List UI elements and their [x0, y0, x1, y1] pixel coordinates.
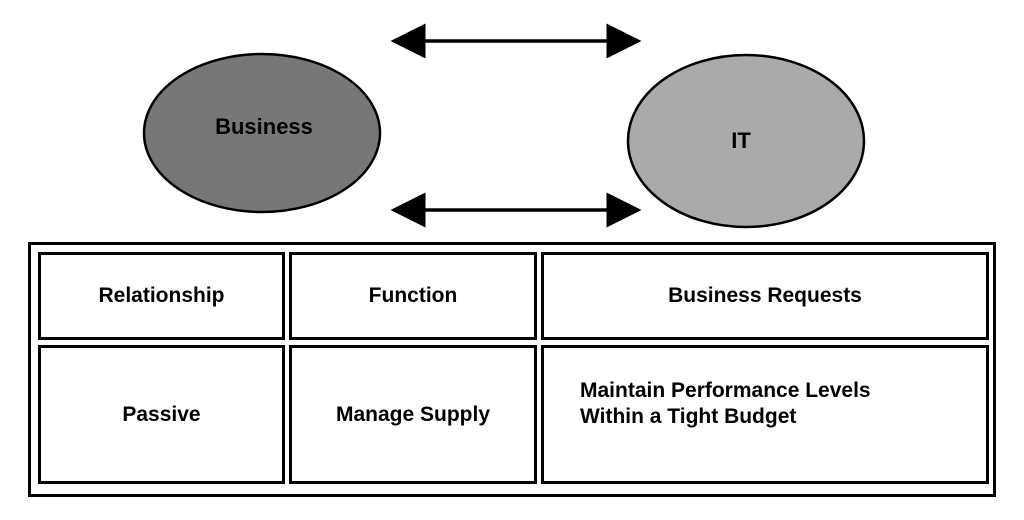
header-function: Function	[289, 252, 537, 340]
header-business-requests: Business Requests	[541, 252, 989, 340]
business-request-line-1: Maintain Performance Levels	[580, 379, 871, 402]
business-label: Business	[215, 114, 313, 139]
relationship-table: Relationship Function Business Requests …	[28, 242, 996, 497]
it-node	[626, 53, 866, 229]
cell-relationship-value: Passive	[38, 345, 285, 484]
cell-business-requests-value: Maintain Performance Levels Within a Tig…	[541, 345, 989, 484]
it-label: IT	[731, 128, 751, 153]
relationship-diagram: Business IT	[142, 23, 866, 229]
business-node	[142, 52, 382, 214]
cell-function-value: Manage Supply	[289, 345, 537, 484]
business-request-line-2: Within a Tight Budget	[580, 405, 797, 428]
header-relationship: Relationship	[38, 252, 285, 340]
